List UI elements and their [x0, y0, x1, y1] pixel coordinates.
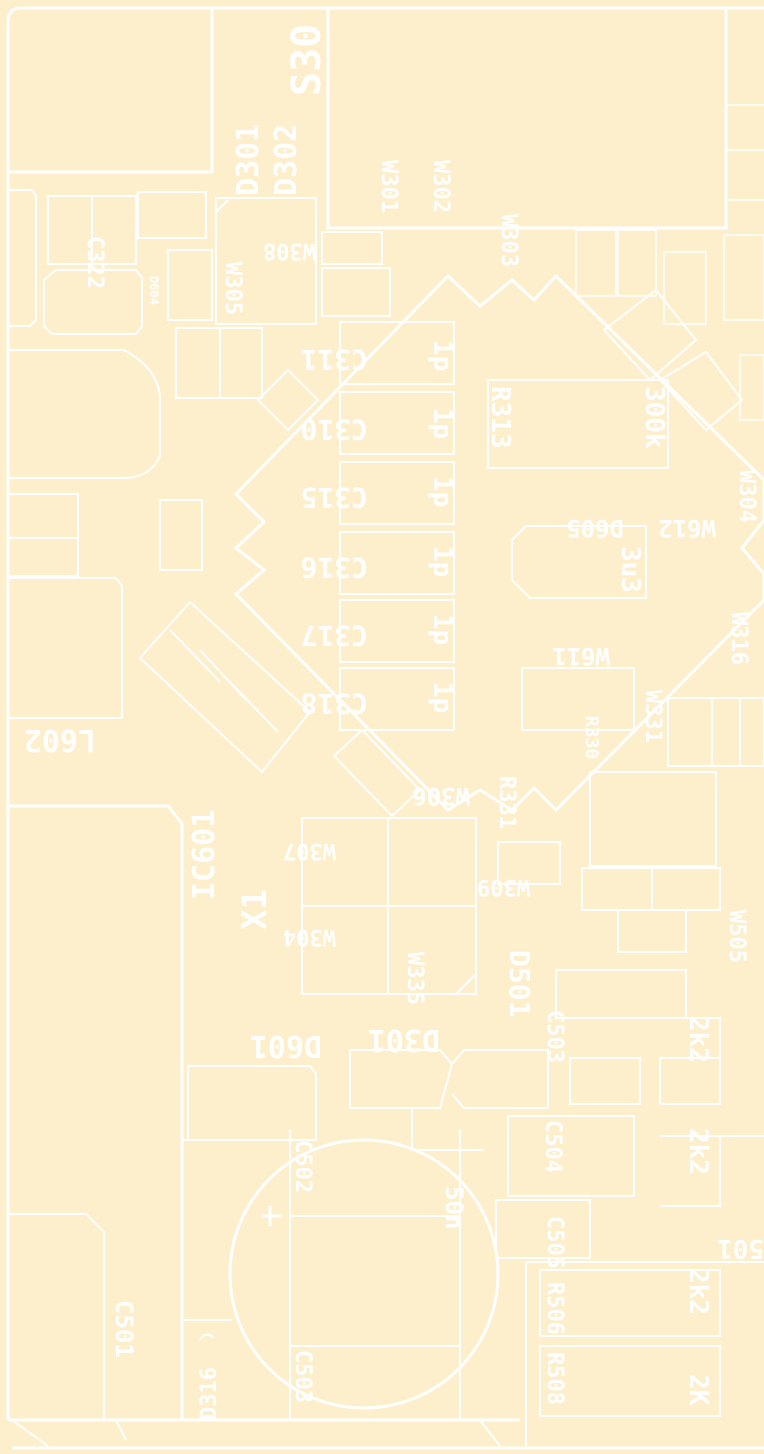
outline-left-components	[8, 189, 391, 719]
label-C318: C318	[301, 687, 368, 720]
label-2k: 2K	[683, 1374, 713, 1406]
label-W308: W308	[263, 238, 316, 263]
label-C501: C501	[110, 1300, 138, 1358]
label-1p-f: 1p	[427, 682, 457, 713]
label-W302: W302	[428, 160, 453, 213]
outline-main-ic	[233, 273, 764, 813]
label-2k2-b: 2k2	[683, 1128, 713, 1175]
label-S301: S30	[284, 24, 330, 96]
label-X1: X1	[235, 889, 275, 930]
component-labels: S30 D302 D301 W301 W302 W303 W308 W305 C…	[24, 24, 764, 1420]
label-W307: W307	[283, 838, 336, 863]
label-R508: R508	[542, 1352, 567, 1405]
label-D316: D316	[197, 1367, 222, 1420]
label-C502: C502	[290, 1140, 315, 1193]
label-C322: C322	[82, 236, 107, 289]
label-C317: C317	[301, 619, 368, 652]
label-2k2-c: 2k2	[683, 1268, 713, 1315]
label-W309: W309	[477, 874, 530, 899]
label-1p-b: 1p	[427, 408, 457, 439]
board-outline	[6, 6, 764, 1450]
label-D301b: D301	[368, 1022, 440, 1057]
outline-bottom-tick	[479, 1419, 501, 1447]
label-C504: C504	[540, 1120, 565, 1173]
label-C310: C310	[301, 413, 368, 446]
label-W331: W331	[640, 690, 665, 743]
label-D604: D604	[147, 276, 161, 305]
label-W611: W611	[552, 642, 610, 670]
label-D605: D605	[566, 514, 624, 542]
outline-capacitor-column	[256, 288, 744, 731]
label-1p-d: 1p	[427, 546, 457, 577]
label-501: 501	[717, 1233, 764, 1263]
label-IC601: IC601	[187, 810, 222, 900]
label-D301: D301	[231, 124, 266, 196]
label-W301: W301	[376, 160, 401, 213]
label-D601: D601	[250, 1028, 322, 1063]
label-D302: D302	[269, 124, 304, 196]
label-C505: C505	[542, 1216, 567, 1269]
label-1p-a: 1p	[427, 340, 457, 371]
label-W505: W505	[724, 910, 749, 963]
label-R331: R331	[494, 776, 519, 829]
label-R330: R330	[581, 716, 602, 759]
outline-lower-components	[8, 771, 764, 1447]
label-2k2-a: 2k2	[683, 1016, 713, 1063]
label-L602: L602	[24, 722, 96, 757]
label-W304b: W304	[283, 924, 336, 949]
label-W303: W303	[496, 214, 521, 267]
label-C503b: C503	[290, 1350, 315, 1403]
label-R313: R313	[485, 386, 515, 449]
label-1p-c: 1p	[427, 476, 457, 507]
label-R506: R506	[542, 1282, 567, 1335]
outline-lower-left	[8, 804, 184, 1420]
label-C311: C311	[301, 343, 368, 376]
outline-battery-holder	[228, 1138, 500, 1410]
outline-top-left-block	[8, 8, 728, 230]
battery-plus-sign	[262, 1206, 282, 1226]
label-C316: C316	[301, 551, 368, 584]
label-50n: 50n	[440, 1186, 468, 1229]
label-C503: C503	[542, 1010, 567, 1063]
label-W612: W612	[658, 514, 716, 542]
label-3u3: 3u3	[615, 546, 645, 593]
label-W335: W335	[402, 952, 427, 1005]
label-C315: C315	[301, 481, 368, 514]
outline-middle-components	[138, 525, 764, 818]
label-W316: W316	[726, 612, 751, 665]
label-300k: 300k	[639, 386, 669, 449]
label-D501: D501	[503, 950, 536, 1017]
label-1p-e: 1p	[427, 614, 457, 645]
label-W304: W304	[734, 470, 759, 523]
label-W306: W306	[412, 782, 470, 810]
label-W305: W305	[220, 262, 245, 315]
